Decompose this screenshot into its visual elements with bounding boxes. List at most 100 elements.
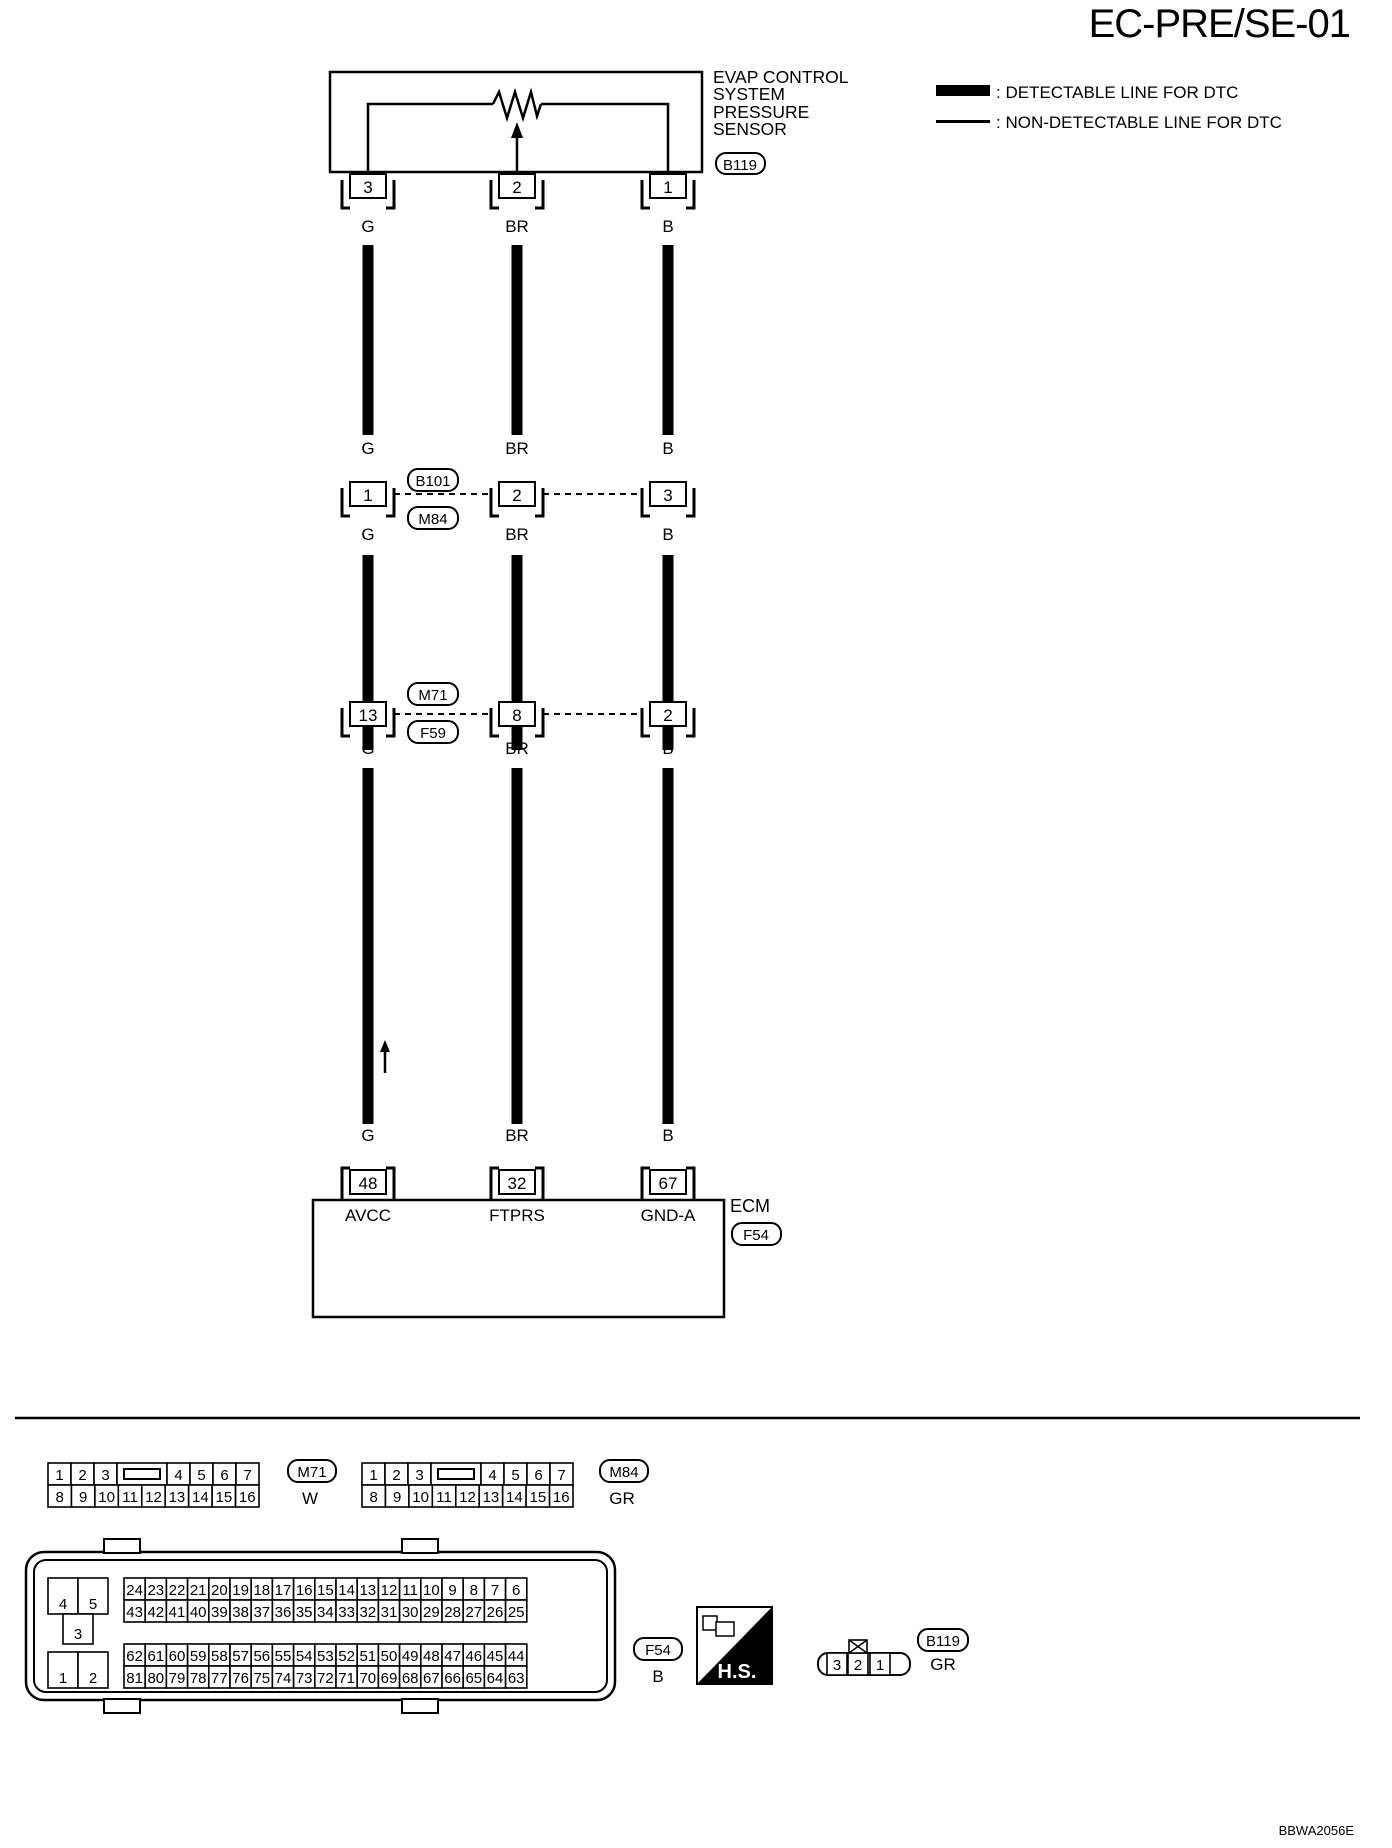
- cavity-number: 78: [190, 1670, 207, 1687]
- pin-number: 3: [363, 178, 372, 197]
- cavity-number: 53: [317, 1648, 334, 1665]
- wire-color-label: G: [361, 1126, 374, 1145]
- cavity-number: 13: [169, 1489, 186, 1506]
- cavity-number: 63: [508, 1670, 525, 1687]
- cavity-number: 55: [275, 1648, 292, 1665]
- cavity-number: 71: [338, 1670, 355, 1687]
- pin-number: 48: [359, 1174, 378, 1193]
- b119-color: GR: [930, 1655, 956, 1674]
- cavity-number: 52: [338, 1648, 355, 1665]
- pin-box: [649, 173, 687, 199]
- cavity-number: 14: [506, 1489, 523, 1506]
- cavity-number: 7: [243, 1467, 251, 1484]
- pin-bracket: [489, 1166, 545, 1200]
- cavity-number: 1: [876, 1657, 884, 1674]
- connector-pin: 2: [640, 701, 696, 738]
- cavity-number: 30: [402, 1604, 419, 1621]
- cavity: [77, 1577, 109, 1615]
- cavity-number: 23: [147, 1582, 164, 1599]
- sensor-name-line-3: PRESSURE: [713, 102, 809, 122]
- cavity-number: 17: [275, 1582, 292, 1599]
- f54-color: B: [652, 1667, 663, 1686]
- latch-tab: [401, 1698, 439, 1714]
- signal-direction-arrow-icon: [380, 1040, 390, 1052]
- latch-tab: [401, 1538, 439, 1554]
- cavity-number: 42: [147, 1604, 164, 1621]
- b119-connector-id: B119: [926, 1633, 960, 1650]
- cavity-number: 80: [147, 1670, 164, 1687]
- harness-side-symbol: H.S.: [696, 1606, 773, 1685]
- cavity-number: 32: [359, 1604, 376, 1621]
- document-code: BBWA2056E: [1278, 1823, 1354, 1838]
- cavity-number: 75: [253, 1670, 270, 1687]
- cavity-number: 74: [275, 1670, 292, 1687]
- pin-box: [498, 1169, 536, 1195]
- pin-number: 13: [359, 706, 378, 725]
- cavity-number: 62: [126, 1648, 143, 1665]
- cavity-number: 15: [215, 1489, 232, 1506]
- ecm-name: ECM: [730, 1196, 770, 1216]
- page-title: EC-PRE/SE-01: [1088, 2, 1351, 46]
- pin-number: 2: [512, 486, 521, 505]
- connector-pin: 2: [489, 481, 545, 518]
- connector-pin: 8: [489, 701, 545, 738]
- legend-nondetectable-label: : NON-DETECTABLE LINE FOR DTC: [996, 113, 1282, 132]
- resistor-icon: [491, 87, 543, 123]
- cavity-number: 11: [436, 1489, 452, 1506]
- hs-connector-icon-a: [702, 1615, 718, 1631]
- legend: : DETECTABLE LINE FOR DTC : NON-DETECTAB…: [936, 83, 1282, 132]
- wire-color-label: BR: [505, 525, 529, 544]
- ecm-terminal-label: AVCC: [345, 1206, 391, 1225]
- cavity-number: 26: [487, 1604, 504, 1621]
- lock-tab-icon: [123, 1468, 161, 1480]
- joint-2-lower-id: F59: [420, 725, 446, 742]
- cavity-number: 24: [126, 1582, 143, 1599]
- cavity: [77, 1651, 109, 1689]
- f54-connector-id: F54: [645, 1642, 671, 1659]
- joint-2-upper-badge: [407, 682, 459, 706]
- connector-pin: 1: [640, 173, 696, 210]
- cavity-number: 4: [488, 1467, 496, 1484]
- cavity-number: 12: [459, 1489, 476, 1506]
- cavity-number: 1: [369, 1467, 377, 1484]
- cavity-number: 2: [89, 1670, 97, 1687]
- pin-number: 8: [512, 706, 521, 725]
- latch-tab: [103, 1698, 141, 1714]
- cavity-number: 43: [126, 1604, 143, 1621]
- ecm-connector-badge: [731, 1222, 782, 1246]
- ecm-terminal-label: FTPRS: [489, 1206, 545, 1225]
- b119-connector-badge: [917, 1628, 969, 1652]
- wire-color-label: B: [662, 217, 673, 236]
- hs-label: H.S.: [718, 1661, 757, 1683]
- legend-nondetectable-swatch: [936, 120, 990, 123]
- wire-color-label: BR: [505, 739, 529, 758]
- cavity-number: 10: [423, 1582, 440, 1599]
- pin-box: [649, 481, 687, 507]
- cavity-number: 35: [296, 1604, 313, 1621]
- f54-inner-shell: [33, 1559, 608, 1693]
- cavity-number: 21: [190, 1582, 207, 1599]
- cavity-number: 20: [211, 1582, 228, 1599]
- pin-number: 67: [659, 1174, 678, 1193]
- cavity-number: 48: [423, 1648, 440, 1665]
- cavity-number: 39: [211, 1604, 228, 1621]
- sensor-name-line-2: SYSTEM: [713, 84, 785, 104]
- cavity-number: 6: [534, 1467, 542, 1484]
- m71-connector-badge: [287, 1459, 337, 1483]
- cavity-number: 70: [359, 1670, 376, 1687]
- wire-color-label: G: [361, 217, 374, 236]
- pin-number: 2: [512, 178, 521, 197]
- f54-connector-badge: [633, 1637, 683, 1661]
- cavity-number: 34: [317, 1604, 334, 1621]
- cavity-number: 65: [465, 1670, 482, 1687]
- cavity-number: 56: [253, 1648, 270, 1665]
- pin-number: 32: [508, 1174, 527, 1193]
- pin-box: [649, 701, 687, 727]
- cavity-number: 77: [211, 1670, 228, 1687]
- wire-color-label: B: [662, 739, 673, 758]
- cavity-number: 58: [211, 1648, 228, 1665]
- wire-color-label: B: [662, 525, 673, 544]
